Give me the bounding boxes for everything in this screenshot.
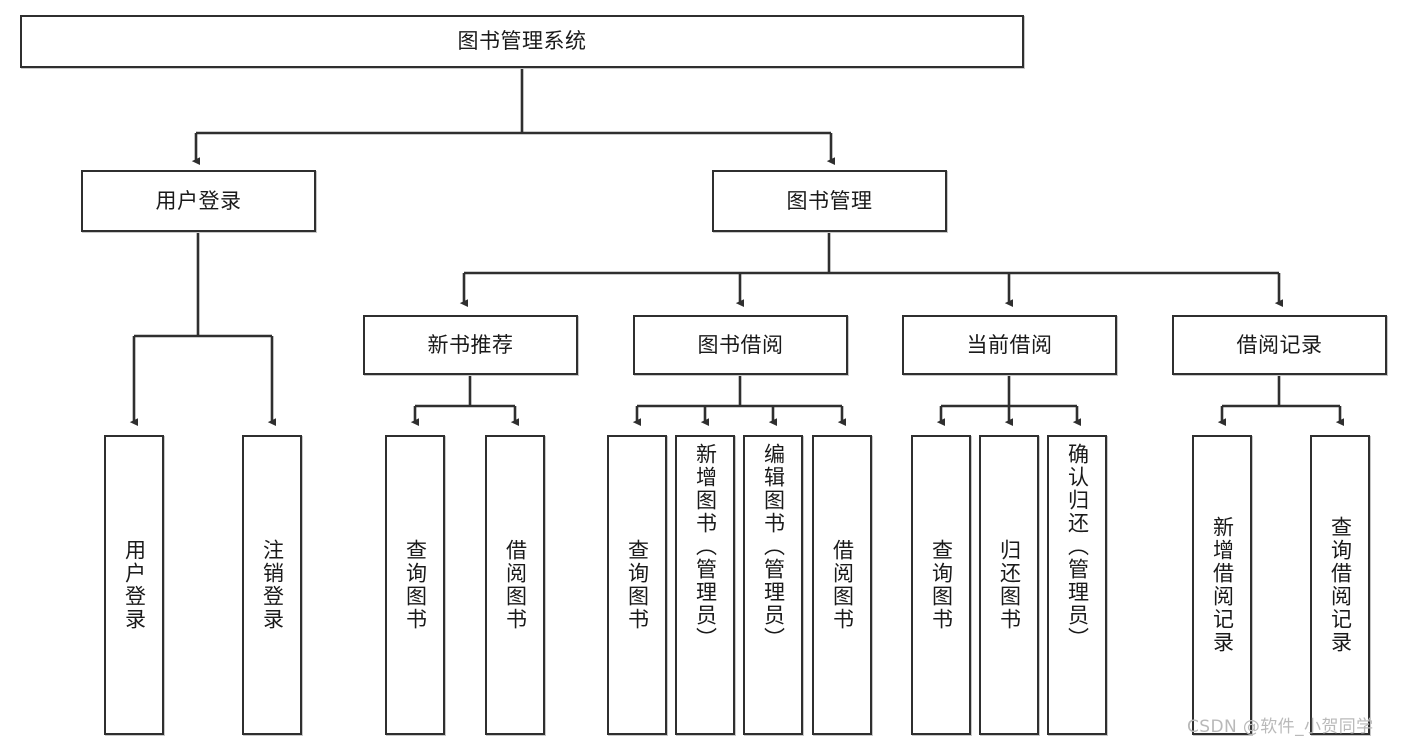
leaf-add-borrow-record[interactable]: 新增借阅记录 bbox=[1192, 435, 1252, 735]
node-label: 借阅图书 bbox=[503, 539, 528, 631]
node-label: 用户登录 bbox=[155, 188, 242, 213]
leaf-borrow-book-recommendation[interactable]: 借阅图书 bbox=[485, 435, 545, 735]
node-label: 新增借阅记录 bbox=[1210, 516, 1235, 654]
leaf-query-book-current[interactable]: 查询图书 bbox=[911, 435, 971, 735]
node-borrow-records[interactable]: 借阅记录 bbox=[1172, 315, 1387, 375]
node-root-system[interactable]: 图书管理系统 bbox=[20, 15, 1024, 68]
node-label: 新增图书（管理员） bbox=[693, 443, 718, 650]
leaf-logout[interactable]: 注销登录 bbox=[242, 435, 302, 735]
node-label: 图书管理系统 bbox=[457, 29, 587, 54]
leaf-query-borrow-record[interactable]: 查询借阅记录 bbox=[1310, 435, 1370, 735]
node-book-management[interactable]: 图书管理 bbox=[712, 170, 947, 232]
node-label: 编辑图书（管理员） bbox=[761, 443, 786, 650]
node-label: 借阅图书 bbox=[830, 539, 855, 631]
leaf-add-book-admin[interactable]: 新增图书（管理员） bbox=[675, 435, 735, 735]
node-label: 当前借阅 bbox=[966, 332, 1053, 357]
node-label: 归还图书 bbox=[997, 539, 1022, 631]
node-label: 借阅记录 bbox=[1236, 332, 1323, 357]
leaf-confirm-return-admin[interactable]: 确认归还（管理员） bbox=[1047, 435, 1107, 735]
node-label: 新书推荐 bbox=[427, 332, 514, 357]
leaf-query-book-borrowing[interactable]: 查询图书 bbox=[607, 435, 667, 735]
node-label: 图书借阅 bbox=[697, 332, 784, 357]
leaf-borrow-book-borrowing[interactable]: 借阅图书 bbox=[812, 435, 872, 735]
node-user-login[interactable]: 用户登录 bbox=[81, 170, 316, 232]
node-label: 用户登录 bbox=[122, 539, 147, 631]
node-label: 注销登录 bbox=[260, 539, 285, 631]
node-label: 确认归还（管理员） bbox=[1065, 443, 1090, 650]
leaf-edit-book-admin[interactable]: 编辑图书（管理员） bbox=[743, 435, 803, 735]
node-label: 图书管理 bbox=[786, 188, 873, 213]
node-label: 查询图书 bbox=[929, 539, 954, 631]
csdn-watermark: CSDN @软件_小贺同学 bbox=[1187, 717, 1374, 737]
node-new-book-recommendation[interactable]: 新书推荐 bbox=[363, 315, 578, 375]
node-current-borrowing[interactable]: 当前借阅 bbox=[902, 315, 1117, 375]
leaf-user-login[interactable]: 用户登录 bbox=[104, 435, 164, 735]
node-label: 查询借阅记录 bbox=[1328, 516, 1353, 654]
leaf-query-book-recommendation[interactable]: 查询图书 bbox=[385, 435, 445, 735]
leaf-return-book[interactable]: 归还图书 bbox=[979, 435, 1039, 735]
node-label: 查询图书 bbox=[625, 539, 650, 631]
node-label: 查询图书 bbox=[403, 539, 428, 631]
node-book-borrowing[interactable]: 图书借阅 bbox=[633, 315, 848, 375]
